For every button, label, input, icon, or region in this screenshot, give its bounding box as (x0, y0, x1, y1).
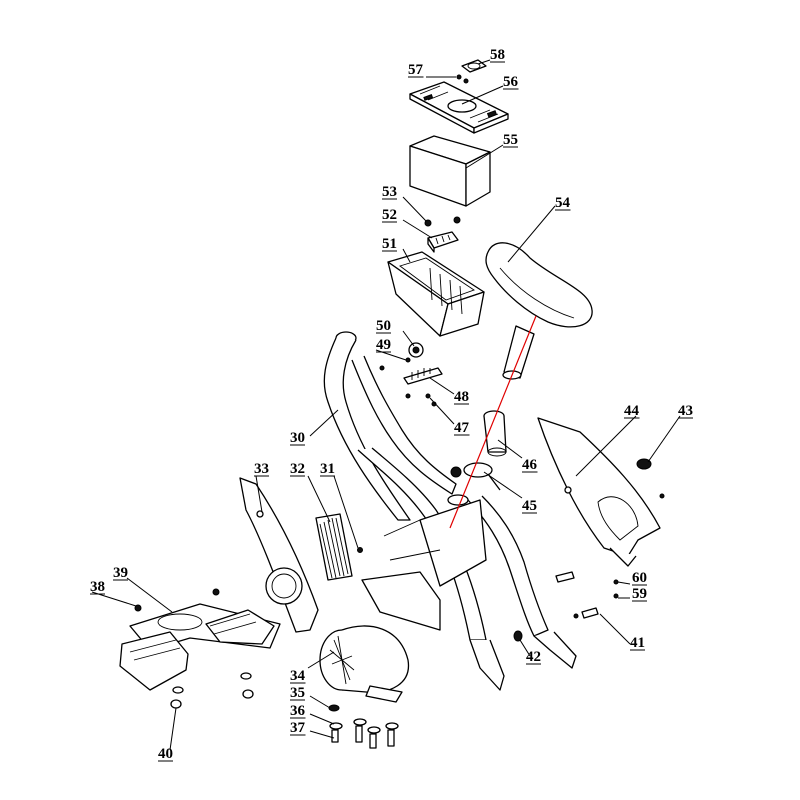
callout-44: 44 (624, 403, 640, 419)
part-54-saddle (485, 242, 593, 328)
part-38-bolt (134, 604, 142, 612)
part-bolt-pedal (212, 588, 220, 596)
callout-57: 57 (408, 62, 424, 78)
part-50-knob (408, 342, 424, 358)
callout-46: 46 (522, 457, 538, 473)
callout-50: 50 (376, 318, 391, 334)
callout-55: 55 (503, 132, 518, 148)
callout-34: 34 (290, 668, 306, 684)
callout-36: 36 (290, 703, 306, 719)
part-41-42-59-60 (513, 571, 619, 642)
part-35-37-hardware (328, 704, 399, 749)
part-44-cover (537, 417, 661, 567)
callout-59: 59 (632, 586, 647, 602)
part-53-nuts (424, 216, 461, 227)
callout-38: 38 (90, 579, 105, 595)
callout-39: 39 (113, 565, 128, 581)
part-58-clip (461, 59, 487, 73)
part-45-clamp (450, 462, 501, 491)
callout-33: 33 (254, 461, 269, 477)
part-55-battery (409, 135, 491, 207)
callout-42: 42 (526, 649, 541, 665)
callout-48: 48 (454, 389, 469, 405)
part-screw-right (659, 493, 665, 499)
callout-43: 43 (678, 403, 693, 419)
part-57-screws (456, 74, 469, 84)
callout-32: 32 (290, 461, 305, 477)
callout-31: 31 (320, 461, 335, 477)
callout-40: 40 (158, 746, 173, 762)
callout-37: 37 (290, 720, 306, 736)
part-56-console (409, 81, 509, 134)
part-34-motor (319, 625, 410, 703)
callout-30: 30 (290, 430, 305, 446)
callout-52: 52 (382, 207, 397, 223)
callout-60: 60 (632, 570, 647, 586)
callout-underlines (90, 61, 693, 762)
callout-58: 58 (490, 47, 505, 63)
callout-53: 53 (382, 184, 397, 200)
part-48-terminal (403, 367, 443, 385)
part-51-tray (387, 251, 485, 337)
part-30-frame (323, 331, 577, 691)
part-32-heatsink (315, 513, 353, 581)
part-43-plug (636, 458, 652, 470)
part-31-screw (357, 547, 363, 553)
part-39-pedal (119, 603, 281, 691)
part-40-nuts (170, 672, 254, 709)
part-46-tube (483, 410, 507, 457)
callout-35: 35 (290, 685, 305, 701)
callout-45: 45 (522, 498, 537, 514)
callout-56: 56 (503, 74, 519, 90)
callout-labels: 57 58 56 55 54 53 52 51 50 49 48 47 46 4… (90, 47, 693, 762)
callout-41: 41 (630, 635, 645, 651)
seat-assembly-axis (449, 315, 537, 529)
leader-lines (91, 59, 681, 751)
part-52-connector (427, 231, 459, 253)
callout-51: 51 (382, 236, 397, 252)
callout-47: 47 (454, 420, 470, 436)
callout-54: 54 (555, 195, 571, 211)
part-33-cover (239, 477, 319, 633)
callout-49: 49 (376, 337, 391, 353)
